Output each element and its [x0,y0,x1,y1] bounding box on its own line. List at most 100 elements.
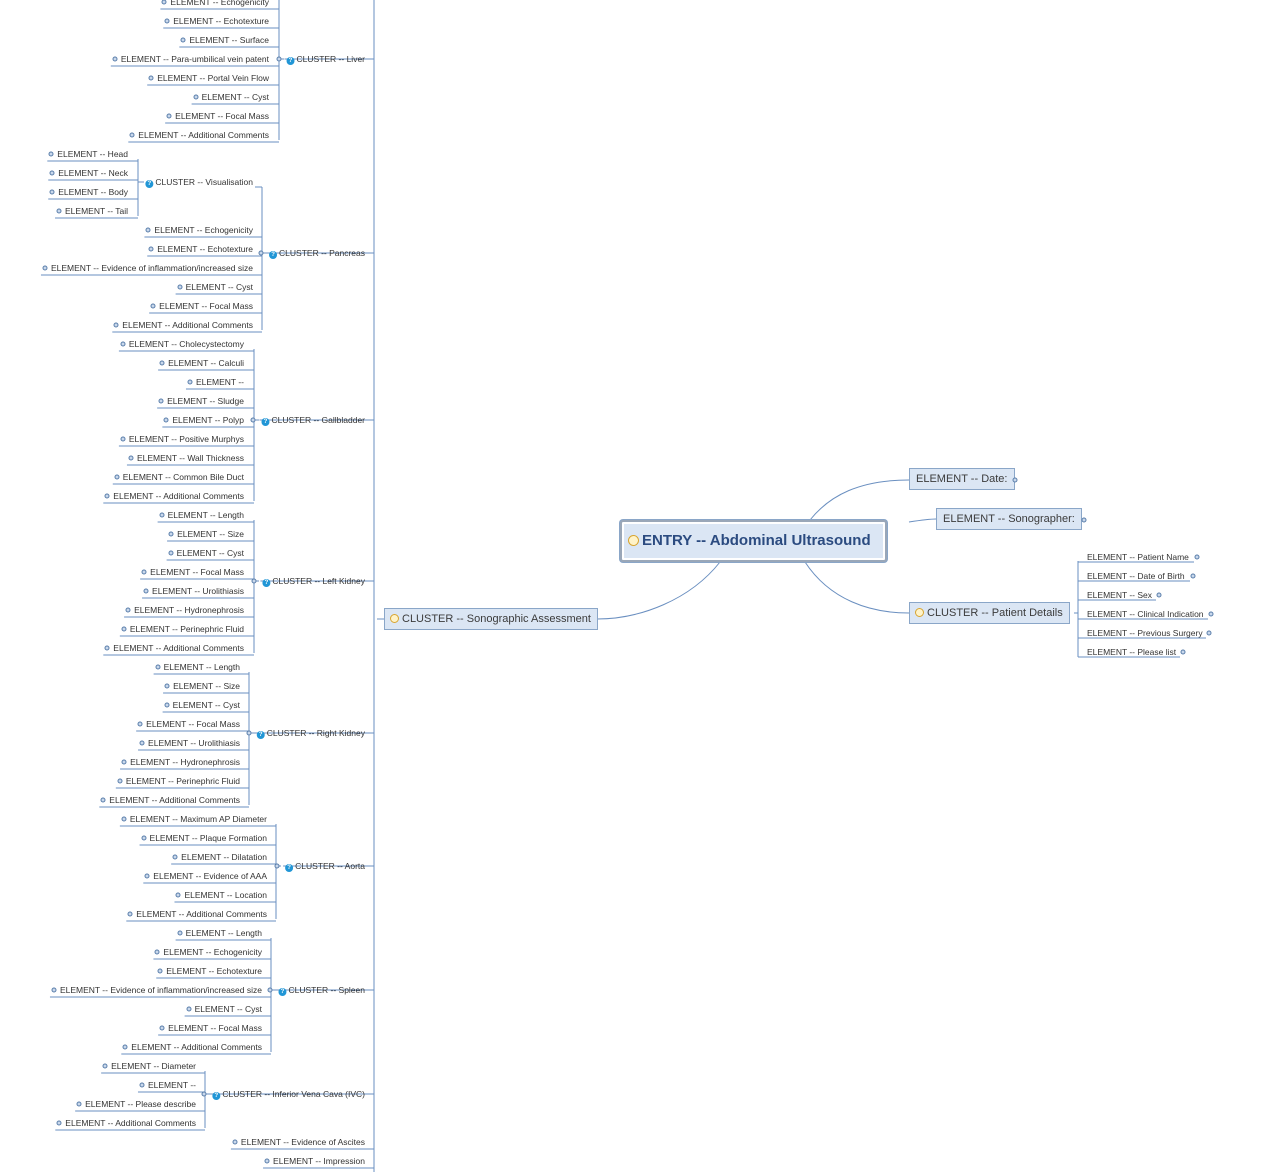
aorta-item[interactable]: ELEMENT -- Location [184,890,267,900]
liver-item[interactable]: ELEMENT -- Focal Mass [175,111,269,121]
bullet-dot [264,1158,270,1164]
cluster-label: CLUSTER -- Aorta [295,861,365,871]
left-kidney-item[interactable]: ELEMENT -- Urolithiasis [152,586,244,596]
bullet-dot [164,702,170,708]
sonographic-assessment-topic[interactable]: CLUSTER -- Sonographic Assessment [384,608,598,630]
spleen-item[interactable]: ELEMENT -- Cyst [194,1004,262,1014]
gallbladder-item[interactable]: ELEMENT -- Wall Thickness [136,453,244,463]
right-kidney-item[interactable]: ELEMENT -- Cyst [172,700,240,710]
gallbladder-item[interactable]: ELEMENT -- Additional Comments [113,491,244,501]
spleen-item[interactable]: ELEMENT -- Echogenicity [163,947,262,957]
spleen-item[interactable]: ELEMENT -- Length [185,928,262,938]
cluster-ivc[interactable]: ?CLUSTER -- Inferior Vena Cava (IVC) [212,1088,365,1100]
patient-details-item[interactable]: ELEMENT -- Clinical Indication [1087,609,1204,619]
bullet-dot [1081,517,1087,523]
left-kidney-item[interactable]: ELEMENT -- Additional Comments [113,643,244,653]
left-kidney-item[interactable]: ELEMENT -- Focal Mass [150,567,244,577]
right-kidney-item[interactable]: ELEMENT -- Length [163,662,240,672]
right-kidney-item[interactable]: ELEMENT -- Hydronephrosis [130,757,240,767]
right-kidney-item[interactable]: ELEMENT -- Additional Comments [109,795,240,805]
liver-item[interactable]: ELEMENT -- Para-umbilical vein patent [120,54,269,64]
liver-item[interactable]: ELEMENT -- Echotexture [173,16,269,26]
visualisation-item[interactable]: ELEMENT -- Tail [65,206,128,216]
bullet-dot [100,797,106,803]
pending-icon [915,608,924,617]
liver-item[interactable]: ELEMENT -- Additional Comments [138,130,269,140]
left-kidney-item[interactable]: ELEMENT -- Length [167,510,244,520]
patient-details-item[interactable]: ELEMENT -- Previous Surgery [1087,628,1203,638]
cluster-liver[interactable]: ?CLUSTER -- Liver [286,53,365,65]
visualisation-item[interactable]: ELEMENT -- Head [57,149,128,159]
bullet-dot [159,512,165,518]
date-topic[interactable]: ELEMENT -- Date: [909,468,1015,490]
gallbladder-item[interactable]: ELEMENT -- [195,377,244,387]
aorta-item[interactable]: ELEMENT -- Plaque Formation [149,833,267,843]
bullet-dot [49,189,55,195]
liver-item[interactable]: ELEMENT -- Portal Vein Flow [157,73,269,83]
patient-details-topic[interactable]: CLUSTER -- Patient Details [909,602,1070,624]
ivc-item[interactable]: ELEMENT -- Additional Comments [65,1118,196,1128]
bullet-dot [104,493,110,499]
pancreas-item[interactable]: ELEMENT -- Cyst [185,282,253,292]
pancreas-item[interactable]: ELEMENT -- Evidence of inflammation/incr… [50,263,253,273]
aorta-item[interactable]: ELEMENT -- Additional Comments [136,909,267,919]
ascites-item[interactable]: ELEMENT -- Evidence of Ascites [240,1137,365,1147]
cluster-spleen[interactable]: ?CLUSTER -- Spleen [278,984,365,996]
visualisation-item[interactable]: ELEMENT -- Neck [58,168,128,178]
cluster-left-kidney[interactable]: ?CLUSTER -- Left Kidney [262,575,365,587]
right-kidney-item[interactable]: ELEMENT -- Size [173,681,240,691]
pancreas-item[interactable]: ELEMENT -- Additional Comments [122,320,253,330]
patient-details-item[interactable]: ELEMENT -- Patient Name [1087,552,1189,562]
patient-details-item[interactable]: ELEMENT -- Date of Birth [1087,571,1185,581]
spleen-item[interactable]: ELEMENT -- Echotexture [166,966,262,976]
sonographer-topic[interactable]: ELEMENT -- Sonographer: [936,508,1082,530]
left-kidney-item[interactable]: ELEMENT -- Size [177,529,244,539]
right-kidney-item[interactable]: ELEMENT -- Urolithiasis [148,738,240,748]
ivc-item[interactable]: ELEMENT -- Diameter [111,1061,196,1071]
spleen-item[interactable]: ELEMENT -- Additional Comments [131,1042,262,1052]
aorta-item[interactable]: ELEMENT -- Evidence of AAA [153,871,267,881]
gallbladder-item[interactable]: ELEMENT -- Positive Murphys [128,434,244,444]
aorta-item[interactable]: ELEMENT -- Maximum AP Diameter [129,814,267,824]
cluster-gallbladder[interactable]: ?CLUSTER -- Gallbladder [261,414,365,426]
liver-item[interactable]: ELEMENT -- Surface [189,35,269,45]
ivc-item[interactable]: ELEMENT -- [147,1080,196,1090]
left-kidney-item[interactable]: ELEMENT -- Hydronephrosis [134,605,244,615]
left-kidney-item[interactable]: ELEMENT -- Cyst [176,548,244,558]
gallbladder-item[interactable]: ELEMENT -- Sludge [167,396,244,406]
bullet-dot [1206,630,1212,636]
liver-item[interactable]: ELEMENT -- Echogenicity [170,0,269,7]
pending-icon [390,614,399,623]
gallbladder-item[interactable]: ELEMENT -- Calculi [168,358,244,368]
pancreas-item[interactable]: ELEMENT -- Echotexture [157,244,253,254]
cluster-pancreas[interactable]: ?CLUSTER -- Pancreas [269,247,365,259]
patient-details-item[interactable]: ELEMENT -- Please list [1087,647,1177,657]
spleen-item[interactable]: ELEMENT -- Evidence of inflammation/incr… [59,985,262,995]
question-icon: ? [145,180,154,188]
gallbladder-item[interactable]: ELEMENT -- Common Bile Duct [122,472,244,482]
bullet-dot [155,664,161,670]
pancreas-item[interactable]: ELEMENT -- Focal Mass [159,301,253,311]
central-topic[interactable]: ENTRY -- Abdominal Ultrasound [620,520,887,562]
liver-item[interactable]: ELEMENT -- Cyst [201,92,269,102]
aorta-item[interactable]: ELEMENT -- Dilatation [181,852,267,862]
connector-line [804,561,910,614]
gallbladder-item[interactable]: ELEMENT -- Polyp [172,415,244,425]
right-kidney-item[interactable]: ELEMENT -- Perinephric Fluid [125,776,240,786]
cluster-visualisation[interactable]: ?CLUSTER -- Visualisation [145,176,253,188]
gallbladder-item[interactable]: ELEMENT -- Cholecystectomy [128,339,244,349]
question-icon: ? [212,1092,221,1100]
left-kidney-item[interactable]: ELEMENT -- Perinephric Fluid [129,624,244,634]
cluster-aorta[interactable]: ?CLUSTER -- Aorta [285,860,365,872]
bullet-dot [139,1082,145,1088]
cluster-right-kidney[interactable]: ?CLUSTER -- Right Kidney [256,727,365,739]
impression-item[interactable]: ELEMENT -- Impression [273,1156,365,1166]
bullet-dot [49,170,55,176]
right-kidney-item[interactable]: ELEMENT -- Focal Mass [146,719,240,729]
spleen-item[interactable]: ELEMENT -- Focal Mass [168,1023,262,1033]
visualisation-item[interactable]: ELEMENT -- Body [58,187,128,197]
pancreas-item[interactable]: ELEMENT -- Echogenicity [154,225,253,235]
patient-details-item[interactable]: ELEMENT -- Sex [1087,590,1153,600]
ivc-item[interactable]: ELEMENT -- Please describe [85,1099,196,1109]
